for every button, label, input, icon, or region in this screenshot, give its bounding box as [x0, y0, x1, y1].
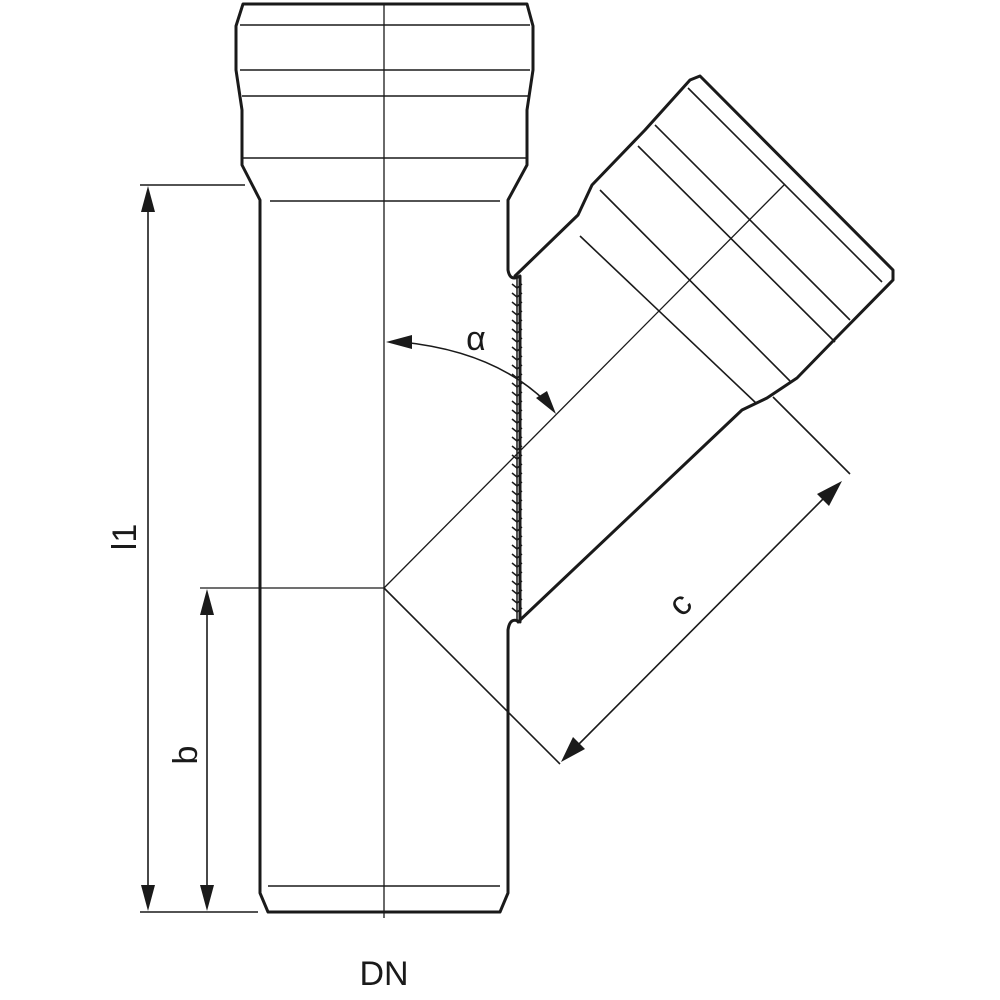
label-dn: DN	[359, 955, 408, 993]
dimension-b	[200, 589, 214, 911]
label-c: c	[661, 585, 700, 624]
label-b: b	[167, 746, 205, 765]
branch-pipe	[513, 74, 895, 624]
angle-alpha	[386, 335, 556, 414]
branch-pipe-body	[513, 74, 895, 624]
label-l1: l1	[106, 524, 144, 550]
dimension-l1	[140, 184, 258, 913]
branch-socket-lines	[579, 87, 883, 405]
dimension-c	[383, 396, 851, 765]
branch-axis	[383, 183, 786, 589]
weld-seam	[511, 278, 523, 620]
label-alpha: α	[466, 320, 486, 358]
center-lines	[200, 4, 786, 918]
